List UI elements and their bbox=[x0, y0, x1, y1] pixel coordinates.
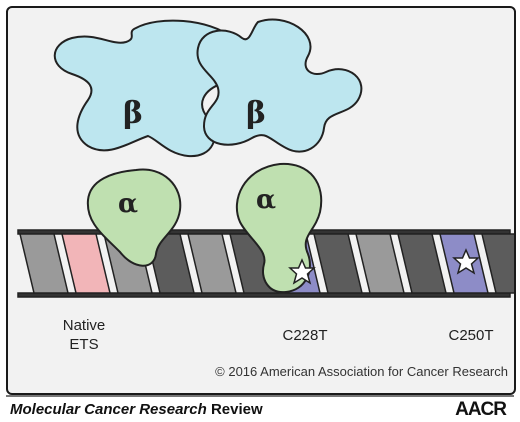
journal-title: Molecular Cancer Research Review bbox=[10, 401, 263, 418]
footer-divider bbox=[6, 395, 514, 397]
alpha-subunit-right bbox=[235, 162, 323, 294]
footer-bar: Molecular Cancer Research Review AACR bbox=[0, 395, 520, 422]
dna-segment bbox=[61, 233, 111, 294]
beta-label-left: β bbox=[123, 96, 143, 131]
beta-label-right: β bbox=[246, 96, 266, 131]
alpha-label-right: α bbox=[256, 185, 276, 215]
gabp-dna-diagram: β β α α bbox=[17, 18, 514, 298]
dna-segment bbox=[481, 233, 514, 294]
dna-segment bbox=[19, 233, 69, 294]
mutation-star-c228t bbox=[288, 258, 316, 285]
figure-panel: β β α α Native ETS C228T C250T bbox=[6, 6, 516, 395]
dna-segment bbox=[355, 233, 405, 294]
copyright-notice: © 2016 American Association for Cancer R… bbox=[215, 364, 508, 379]
dna-segment bbox=[313, 233, 363, 294]
dna-segment bbox=[397, 233, 447, 294]
mutation-star-c250t bbox=[452, 248, 480, 275]
label-c228t: C228T bbox=[282, 327, 328, 344]
journal-name: Molecular Cancer Research bbox=[10, 401, 207, 418]
journal-type: Review bbox=[210, 401, 263, 418]
aacr-logo: AACR bbox=[455, 399, 507, 420]
dna-segment bbox=[187, 233, 237, 294]
label-native-ets: Native ETS bbox=[62, 317, 106, 353]
alpha-subunit-left bbox=[86, 168, 182, 267]
label-c250t: C250T bbox=[448, 327, 494, 344]
alpha-label-left: α bbox=[118, 189, 138, 219]
beta-subunit-right bbox=[196, 18, 363, 153]
